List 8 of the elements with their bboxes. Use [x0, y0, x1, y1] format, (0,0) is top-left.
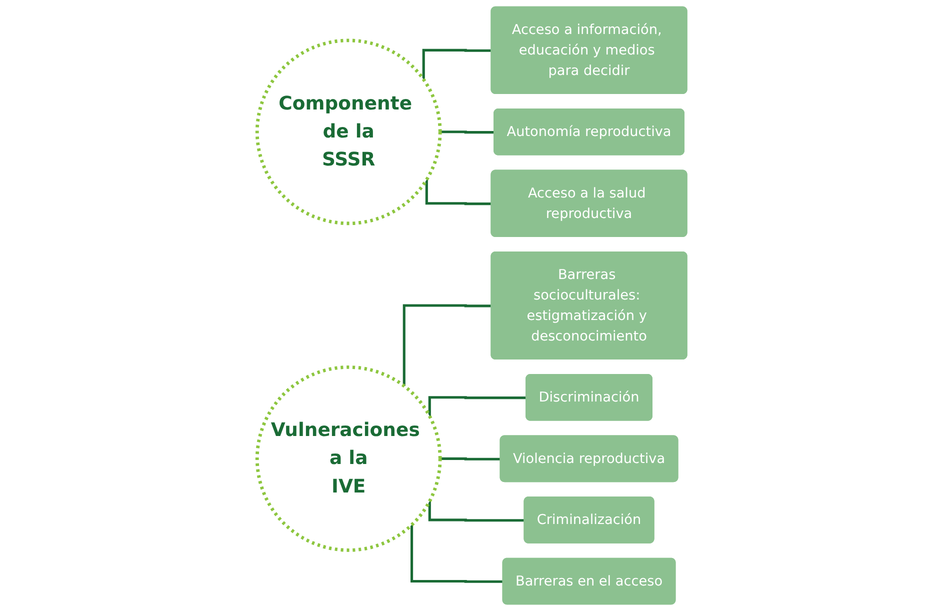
connector	[425, 180, 492, 206]
connector	[422, 48, 492, 80]
connector	[428, 501, 525, 522]
connector	[428, 396, 526, 416]
connector	[402, 304, 492, 386]
connector	[410, 524, 504, 583]
node-circle: Vulneraciones a la IVE	[255, 366, 442, 552]
node-circle: Componente de la SSSR	[255, 38, 442, 226]
